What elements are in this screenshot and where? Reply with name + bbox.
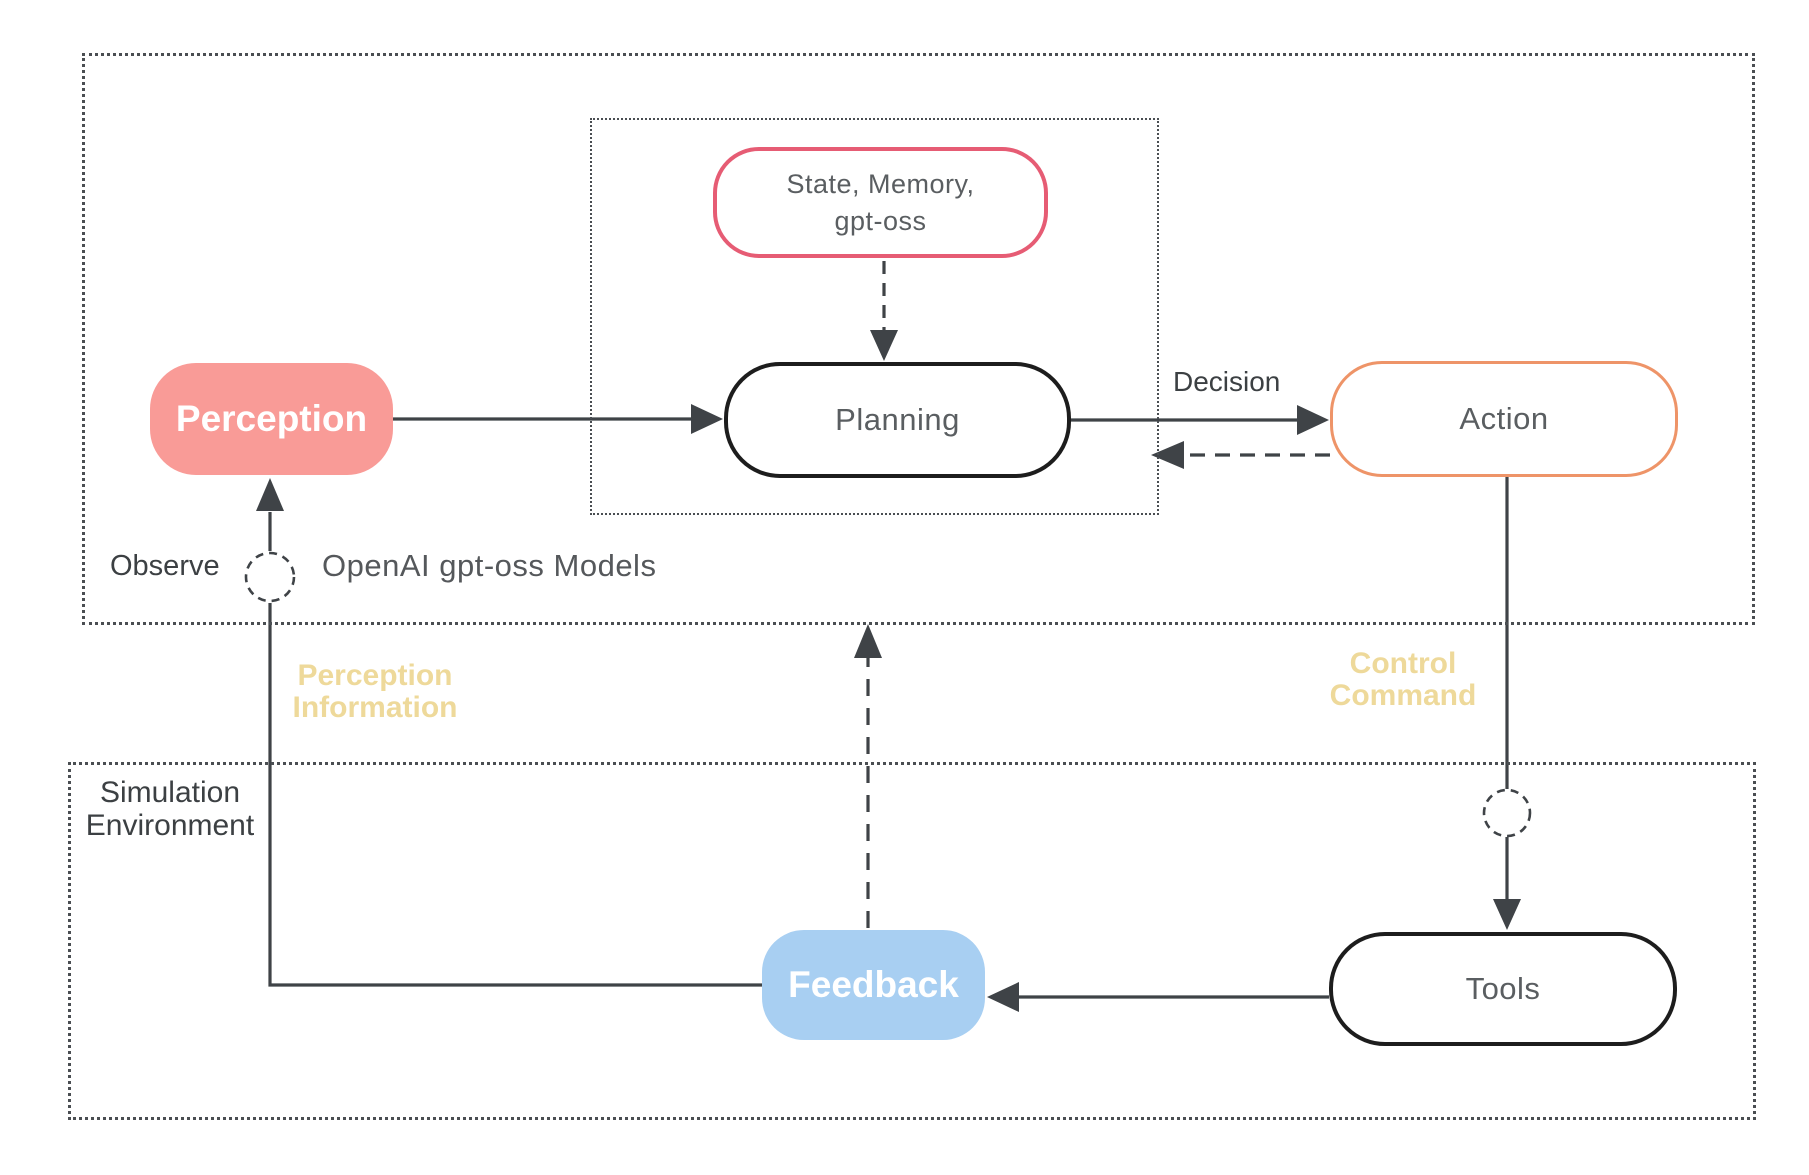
tools-label: Tools [1465, 971, 1541, 1006]
control-command-label: Control Command [1308, 647, 1498, 713]
control-cmd-line1: Control [1349, 647, 1457, 680]
node-tools: Tools [1329, 932, 1677, 1046]
node-perception: Perception [150, 363, 393, 475]
state-memory-label: State, Memory, gpt-oss [786, 166, 974, 239]
control-cmd-line2: Command [1329, 679, 1477, 713]
simulation-environment-label: Simulation Environment [75, 776, 265, 842]
action-label: Action [1459, 401, 1549, 436]
observe-label: Observe [110, 550, 220, 582]
simulation-environment-box [68, 762, 1756, 1120]
node-feedback: Feedback [762, 930, 985, 1040]
node-action: Action [1330, 361, 1678, 477]
openai-models-label: OpenAI gpt-oss Models [322, 548, 657, 583]
state-memory-line2: gpt-oss [834, 205, 927, 236]
planning-region-box [590, 118, 1159, 515]
feedback-label: Feedback [788, 964, 959, 1005]
perception-information-label: Perception Information [265, 659, 485, 725]
decision-label: Decision [1173, 366, 1281, 397]
perception-label: Perception [175, 398, 368, 439]
arrowhead-up-dashed [854, 624, 882, 658]
simulation-line1: Simulation [99, 776, 241, 809]
simulation-line2: Environment [85, 809, 255, 842]
node-state-memory: State, Memory, gpt-oss [713, 147, 1048, 258]
state-memory-line1: State, Memory, [786, 169, 975, 200]
planning-label: Planning [835, 402, 960, 437]
perception-info-line2: Information [292, 691, 458, 725]
perception-info-line1: Perception [297, 659, 453, 692]
agent-region-box [82, 53, 1755, 625]
node-planning: Planning [724, 362, 1071, 478]
